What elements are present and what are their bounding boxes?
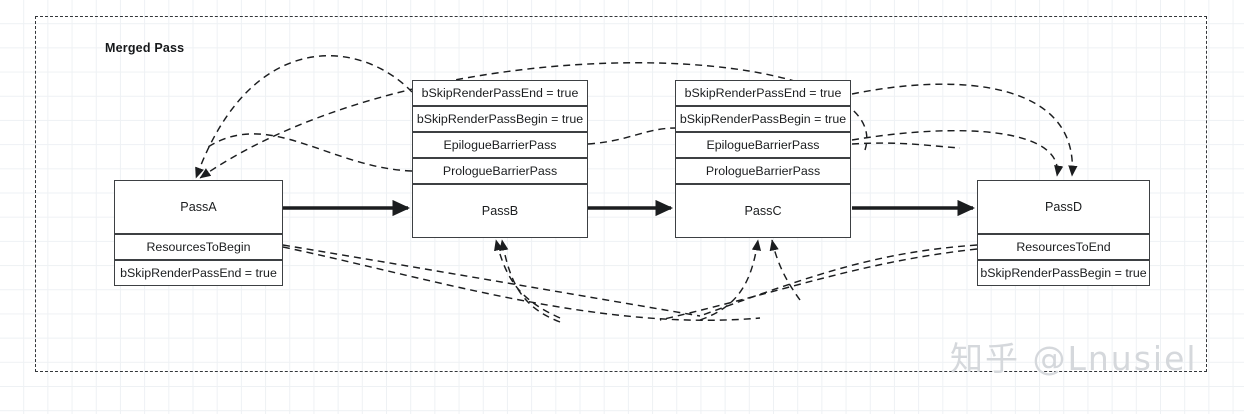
node-passB-attr-above-0: bSkipRenderPassEnd = true: [412, 80, 588, 106]
merged-pass-container: [35, 16, 1207, 372]
node-passD-label: PassD: [977, 180, 1150, 234]
node-passC-attr-above-2: EpilogueBarrierPass: [675, 132, 851, 158]
node-passC-attr-above-1: bSkipRenderPassBegin = true: [675, 106, 851, 132]
node-passC-label: PassC: [675, 184, 851, 238]
node-passA[interactable]: PassA ResourcesToBegin bSkipRenderPassEn…: [114, 180, 283, 286]
node-passB[interactable]: bSkipRenderPassEnd = true bSkipRenderPas…: [412, 80, 588, 238]
node-passC-attr-above-0: bSkipRenderPassEnd = true: [675, 80, 851, 106]
merged-pass-title: Merged Pass: [105, 41, 185, 55]
node-passB-attr-above-1: bSkipRenderPassBegin = true: [412, 106, 588, 132]
node-passB-label: PassB: [412, 184, 588, 238]
node-passD-attr-0: ResourcesToEnd: [977, 234, 1150, 260]
node-passD[interactable]: PassD ResourcesToEnd bSkipRenderPassBegi…: [977, 180, 1150, 286]
node-passA-attr-1: bSkipRenderPassEnd = true: [114, 260, 283, 286]
watermark: 知乎 @Lnusiel: [950, 339, 1198, 378]
node-passA-attr-0: ResourcesToBegin: [114, 234, 283, 260]
node-passB-attr-above-2: EpilogueBarrierPass: [412, 132, 588, 158]
node-passA-label: PassA: [114, 180, 283, 234]
node-passC-attr-above-3: PrologueBarrierPass: [675, 158, 851, 184]
node-passC[interactable]: bSkipRenderPassEnd = true bSkipRenderPas…: [675, 80, 851, 238]
node-passB-attr-above-3: PrologueBarrierPass: [412, 158, 588, 184]
node-passD-attr-1: bSkipRenderPassBegin = true: [977, 260, 1150, 286]
